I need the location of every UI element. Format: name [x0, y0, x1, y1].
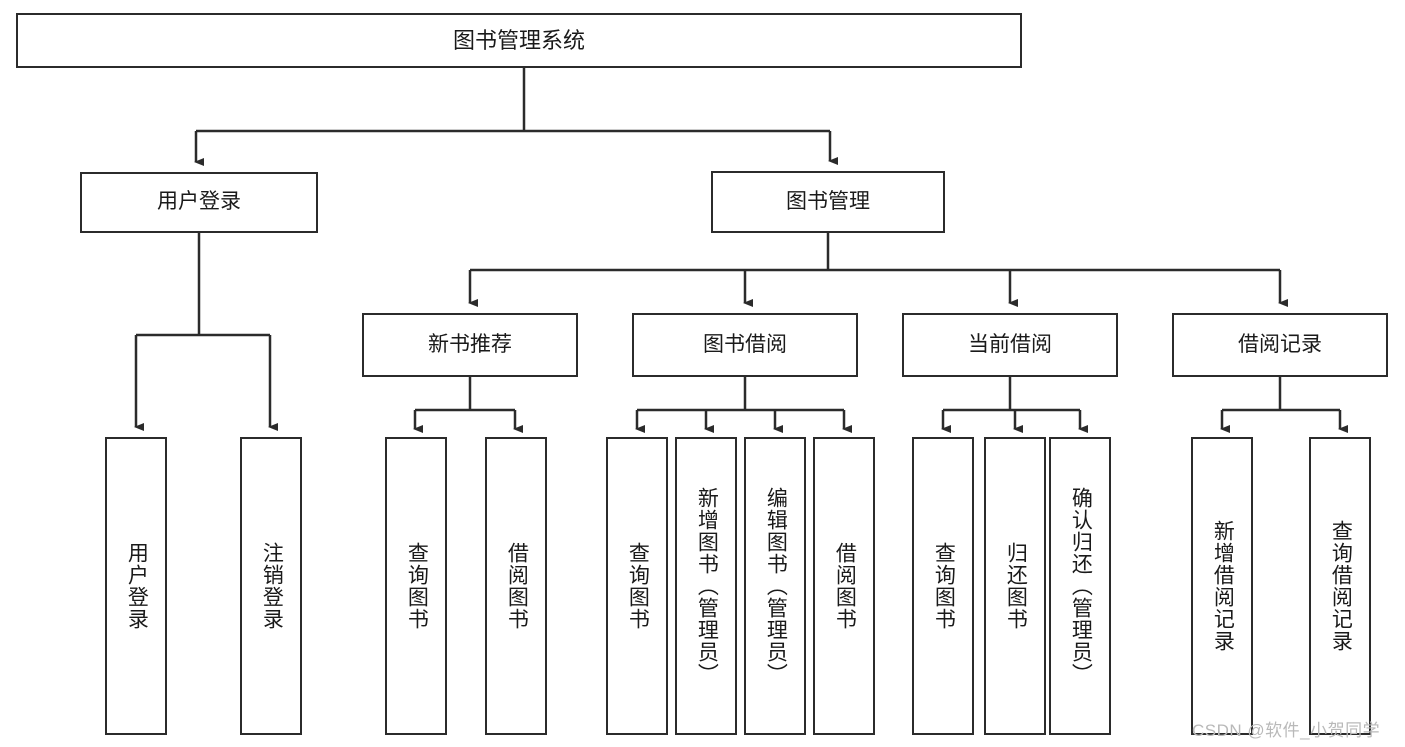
node-leaf-record-add-label: 新增借阅记录 — [1211, 520, 1235, 652]
node-leaf-logout-label: 注销登录 — [260, 542, 284, 630]
node-leaf-record-add[interactable]: 新增借阅记录 — [1191, 437, 1253, 735]
node-leaf-user-login-label: 用户登录 — [125, 542, 149, 630]
node-leaf-current-query[interactable]: 查询图书 — [912, 437, 974, 735]
node-leaf-new-book-query-label: 查询图书 — [405, 542, 429, 630]
node-book-management[interactable]: 图书管理 — [711, 171, 945, 233]
node-root[interactable]: 图书管理系统 — [16, 13, 1022, 68]
node-leaf-record-query-label: 查询借阅记录 — [1329, 520, 1353, 652]
node-borrow-record-label: 借阅记录 — [1238, 332, 1322, 356]
node-leaf-new-book-borrow[interactable]: 借阅图书 — [485, 437, 547, 735]
node-book-borrow-label: 图书借阅 — [703, 332, 787, 356]
node-leaf-borrow-edit-label: 编辑图书（管理员） — [764, 487, 788, 685]
node-leaf-record-query[interactable]: 查询借阅记录 — [1309, 437, 1371, 735]
node-leaf-current-confirm-return-label: 确认归还（管理员） — [1069, 487, 1093, 685]
node-leaf-borrow-add-label: 新增图书（管理员） — [695, 487, 719, 685]
node-leaf-user-login[interactable]: 用户登录 — [105, 437, 167, 735]
node-user-login-label: 用户登录 — [157, 190, 241, 214]
node-leaf-borrow-book-label: 借阅图书 — [833, 542, 857, 630]
node-leaf-borrow-query[interactable]: 查询图书 — [606, 437, 668, 735]
node-leaf-current-query-label: 查询图书 — [932, 542, 956, 630]
node-leaf-borrow-query-label: 查询图书 — [626, 542, 650, 630]
node-user-login[interactable]: 用户登录 — [80, 172, 318, 233]
node-leaf-current-confirm-return[interactable]: 确认归还（管理员） — [1049, 437, 1111, 735]
node-current-borrow[interactable]: 当前借阅 — [902, 313, 1118, 377]
node-leaf-borrow-edit[interactable]: 编辑图书（管理员） — [744, 437, 806, 735]
watermark-text: CSDN @软件_小贺同学 — [1192, 721, 1381, 740]
node-leaf-new-book-query[interactable]: 查询图书 — [385, 437, 447, 735]
node-leaf-borrow-book[interactable]: 借阅图书 — [813, 437, 875, 735]
node-leaf-new-book-borrow-label: 借阅图书 — [505, 542, 529, 630]
node-new-book-recommend-label: 新书推荐 — [428, 332, 512, 356]
node-current-borrow-label: 当前借阅 — [968, 332, 1052, 356]
node-book-borrow[interactable]: 图书借阅 — [632, 313, 858, 377]
node-new-book-recommend[interactable]: 新书推荐 — [362, 313, 578, 377]
node-leaf-current-return[interactable]: 归还图书 — [984, 437, 1046, 735]
node-leaf-current-return-label: 归还图书 — [1004, 542, 1028, 630]
node-book-management-label: 图书管理 — [786, 189, 870, 213]
node-borrow-record[interactable]: 借阅记录 — [1172, 313, 1388, 377]
node-leaf-logout[interactable]: 注销登录 — [240, 437, 302, 735]
node-root-label: 图书管理系统 — [452, 27, 585, 53]
node-leaf-borrow-add[interactable]: 新增图书（管理员） — [675, 437, 737, 735]
